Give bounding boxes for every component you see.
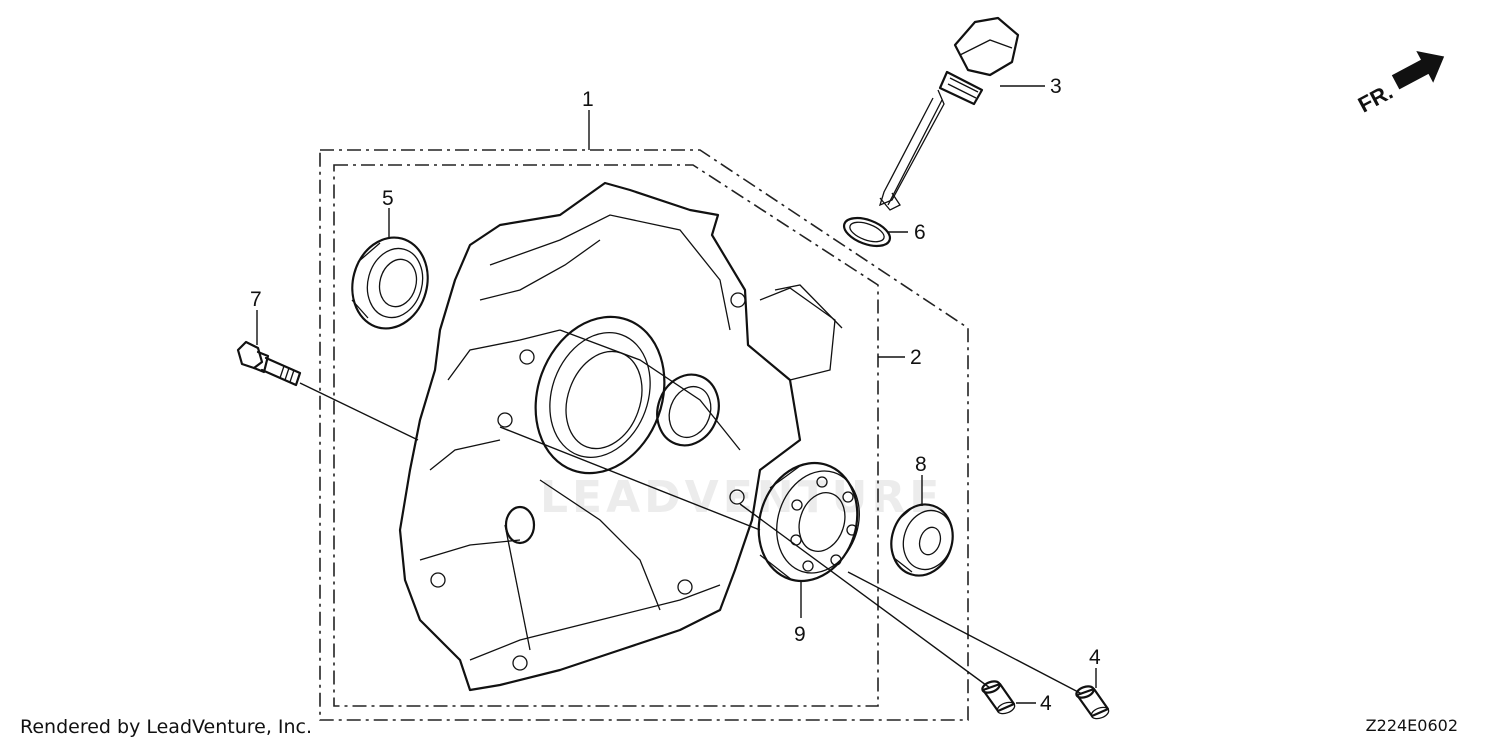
callout-1: 1 bbox=[582, 88, 594, 111]
callout-6: 6 bbox=[914, 221, 926, 244]
callout-5: 5 bbox=[382, 187, 394, 210]
direction-marker: FR. bbox=[1354, 50, 1445, 118]
crankcase-cover bbox=[398, 181, 843, 692]
ball-bearing-9 bbox=[757, 461, 860, 583]
callout-8: 8 bbox=[915, 453, 927, 476]
oil-seal-5 bbox=[351, 236, 429, 330]
callout-2: 2 bbox=[910, 346, 922, 369]
ball-bearing-8 bbox=[890, 503, 954, 577]
assembly-frame-outer bbox=[319, 149, 969, 721]
callout-4-lower: 4 bbox=[1040, 692, 1052, 715]
o-ring-6 bbox=[842, 216, 892, 248]
assembly-frame-inner bbox=[333, 164, 879, 707]
credit-text: Rendered by LeadVenture, Inc. bbox=[20, 716, 313, 738]
leader-lines bbox=[256, 85, 1097, 704]
flange-bolt-7 bbox=[236, 340, 302, 387]
callout-9: 9 bbox=[794, 623, 806, 646]
callout-3: 3 bbox=[1050, 75, 1062, 98]
callouts: 1 2 3 4 4 5 6 7 8 9 bbox=[250, 75, 1101, 715]
oil-dipstick-3 bbox=[878, 16, 1020, 211]
watermark-subtext: LEADVENTURE bbox=[540, 472, 943, 523]
dowel-pin-4-right bbox=[1075, 685, 1110, 720]
watermark: LEADVENTURE bbox=[540, 472, 943, 523]
callout-7: 7 bbox=[250, 288, 262, 311]
callout-4-upper: 4 bbox=[1089, 646, 1101, 669]
diagram-code: Z224E0602 bbox=[1365, 716, 1458, 735]
direction-label: FR. bbox=[1354, 79, 1397, 118]
direction-arrow-icon bbox=[1391, 50, 1445, 90]
dowel-pin-4-lower bbox=[981, 680, 1016, 715]
